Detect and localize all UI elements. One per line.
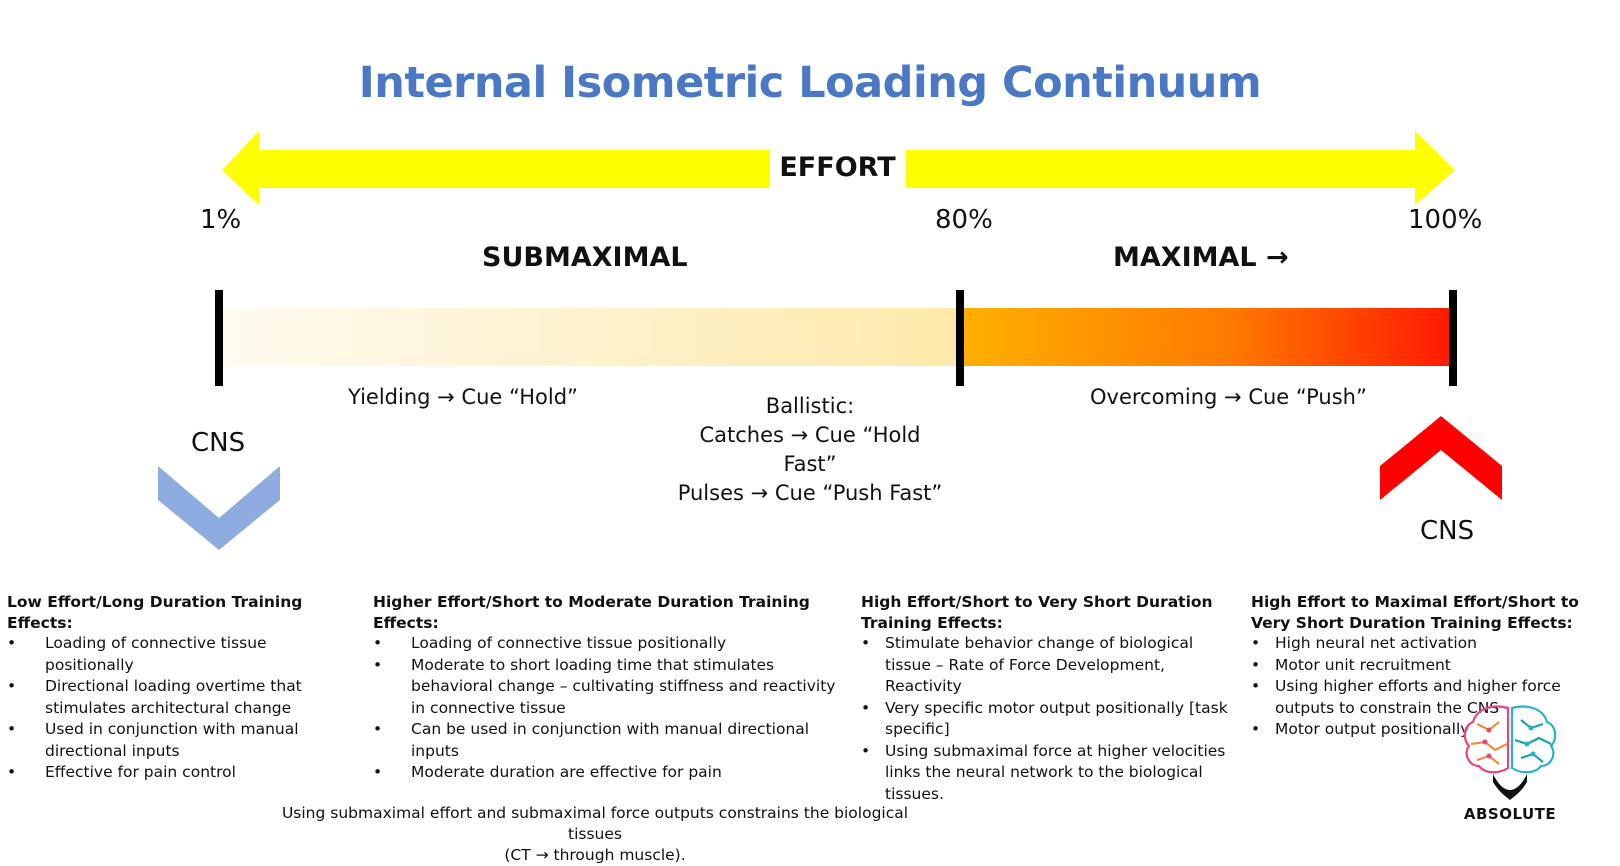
footnote: Using submaximal effort and submaximal f…	[260, 803, 930, 866]
cns-label-right: CNS	[1420, 516, 1475, 546]
chevron-down-icon	[158, 466, 280, 550]
logo-text: ABSOLUTE	[1463, 805, 1557, 823]
list-item: Motor output positionally	[1251, 719, 1616, 741]
column-heading: High Effort/Short to Very Short Duration…	[861, 593, 1213, 632]
diagram-title: Internal Isometric Loading Continuum	[358, 58, 1262, 108]
effects-list: Stimulate behavior change of biological …	[861, 633, 1231, 805]
effects-column-higher: Higher Effort/Short to Moderate Duration…	[373, 592, 846, 784]
cue-catches: Catches → Cue “Hold Fast”	[699, 423, 921, 476]
column-heading: Higher Effort/Short to Moderate Duration…	[373, 593, 810, 632]
column-heading: Low Effort/Long Duration Training Effect…	[7, 593, 303, 632]
cue-overcoming: Overcoming → Cue “Push”	[1090, 385, 1367, 409]
submaximal-gradient-bar	[222, 308, 962, 366]
list-item: Stimulate behavior change of biological …	[861, 633, 1231, 698]
list-item: Using higher efforts and higher force ou…	[1251, 676, 1616, 719]
list-item: Directional loading overtime that stimul…	[7, 676, 349, 719]
list-item: Using submaximal force at higher velocit…	[861, 741, 1231, 806]
maximal-gradient-bar	[960, 308, 1450, 366]
effort-arrow-left	[222, 131, 770, 205]
tick-80-percent	[956, 290, 964, 386]
percent-label-end: 100%	[1408, 205, 1483, 235]
effort-arrow-right	[906, 131, 1455, 205]
column-heading: High Effort to Maximal Effort/Short to V…	[1251, 593, 1579, 632]
zone-label-submaximal: SUBMAXIMAL	[482, 242, 688, 273]
list-item: Used in conjunction with manual directio…	[7, 719, 349, 762]
list-item: Motor unit recruitment	[1251, 655, 1616, 677]
effects-column-maximal: High Effort to Maximal Effort/Short to V…	[1251, 592, 1616, 741]
list-item: High neural net activation	[1251, 633, 1616, 655]
list-item: Loading of connective tissue positionall…	[7, 633, 349, 676]
list-item: Very specific motor output positionally …	[861, 698, 1231, 741]
percent-label-mid: 80%	[935, 205, 993, 235]
effects-list: Loading of connective tissue positionall…	[7, 633, 349, 784]
list-item: Moderate duration are effective for pain	[373, 762, 846, 784]
cue-ballistic-title: Ballistic:	[765, 394, 855, 418]
footnote-line-1: Using submaximal effort and submaximal f…	[281, 804, 909, 843]
footnote-line-2: (CT → through muscle).	[504, 846, 686, 864]
effects-column-low: Low Effort/Long Duration Training Effect…	[7, 592, 349, 784]
cue-ballistic: Ballistic: Catches → Cue “Hold Fast” Pul…	[670, 392, 950, 508]
brain-icon	[1463, 705, 1557, 800]
list-item: Loading of connective tissue positionall…	[373, 633, 846, 655]
list-item: Moderate to short loading time that stim…	[373, 655, 846, 720]
percent-label-start: 1%	[200, 205, 242, 235]
effort-arrows	[222, 131, 1455, 205]
chevron-up-icon	[1380, 416, 1502, 500]
tick-1-percent	[215, 290, 223, 386]
cue-yielding: Yielding → Cue “Hold”	[348, 385, 578, 409]
list-item: Can be used in conjunction with manual d…	[373, 719, 846, 762]
cue-pulses: Pulses → Cue “Push Fast”	[677, 481, 943, 505]
effects-list: High neural net activation Motor unit re…	[1251, 633, 1616, 741]
effort-label: EFFORT	[779, 152, 896, 183]
effects-list: Loading of connective tissue positionall…	[373, 633, 846, 784]
effects-column-high: High Effort/Short to Very Short Duration…	[861, 592, 1231, 805]
cns-label-left: CNS	[191, 428, 246, 458]
list-item: Effective for pain control	[7, 762, 349, 784]
zone-label-maximal: MAXIMAL →	[1113, 242, 1289, 273]
tick-100-percent	[1449, 290, 1457, 386]
